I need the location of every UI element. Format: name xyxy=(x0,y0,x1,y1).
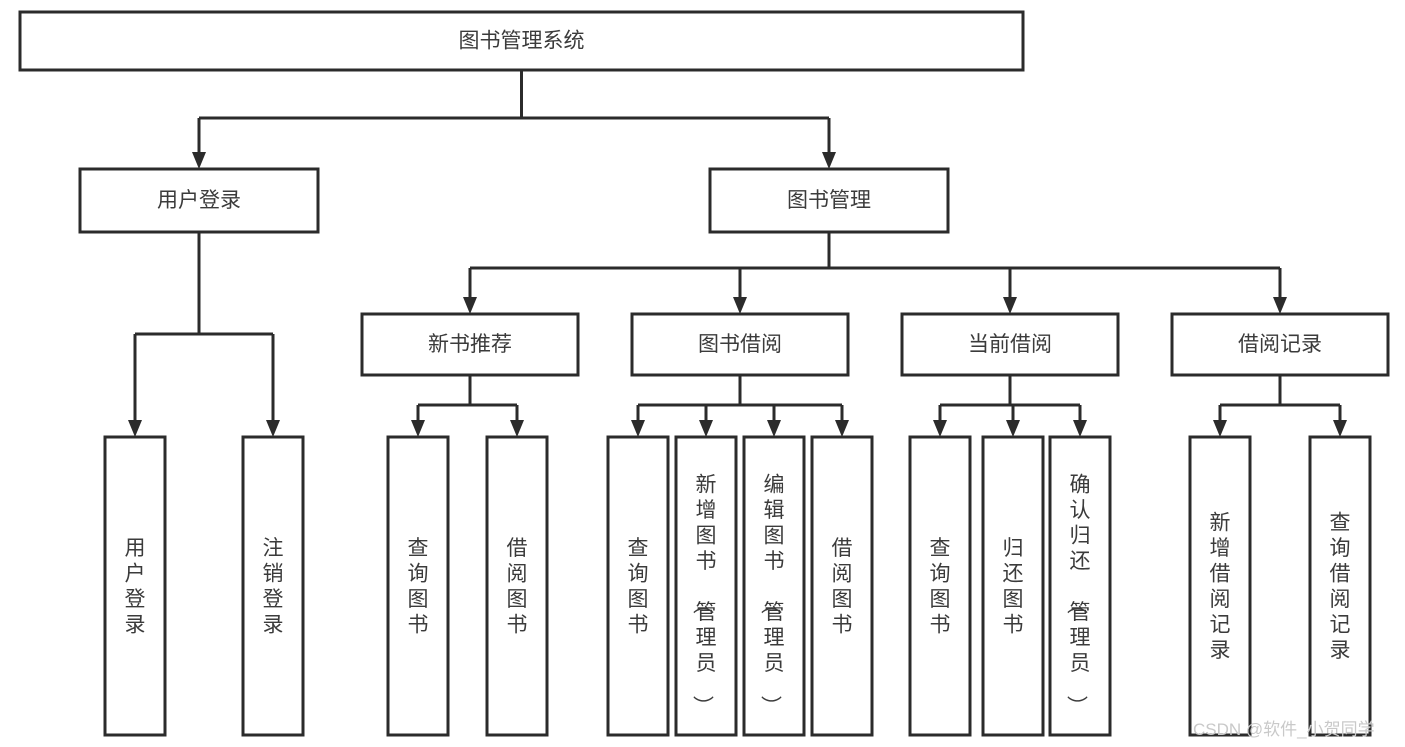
node-box-leaf-query-book-3 xyxy=(908,435,972,737)
node-label-book-borrow: 图书借阅 xyxy=(698,333,782,356)
node-label-leaf-add-record: 新增借阅记录 xyxy=(1210,512,1231,663)
node-label-current-borrow: 当前借阅 xyxy=(968,333,1052,356)
node-leaf-user-login[interactable]: 用户登录 xyxy=(103,435,167,737)
node-new-book-rec[interactable]: 新书推荐 xyxy=(360,312,580,377)
bookmanage-to-l3-arrow-icon-0 xyxy=(463,297,477,314)
node-box-leaf-return-book xyxy=(981,435,1045,737)
node-label-leaf-query-book-3: 查询图书 xyxy=(930,537,951,637)
node-leaf-add-record[interactable]: 新增借阅记录 xyxy=(1188,435,1252,737)
node-box-book-borrow xyxy=(630,312,850,377)
current-borrow-to-leaf-arrow-icon-2 xyxy=(1073,420,1087,437)
node-box-borrow-record xyxy=(1170,312,1390,377)
node-label-leaf-user-login: 用户登录 xyxy=(125,537,146,637)
node-label-leaf-query-book-2: 查询图书 xyxy=(628,537,649,637)
node-box-new-book-rec xyxy=(360,312,580,377)
book-borrow-to-leaf-arrow-icon-1 xyxy=(699,420,713,437)
bookmanage-to-l3-arrow-icon-1 xyxy=(733,297,747,314)
node-leaf-query-book-1[interactable]: 查询图书 xyxy=(386,435,450,737)
node-label-leaf-add-book: 新增图书（管理员） xyxy=(691,473,717,716)
bookmanage-to-l3-arrow-icon-2 xyxy=(1003,297,1017,314)
node-leaf-query-book-2[interactable]: 查询图书 xyxy=(606,435,670,737)
root-to-l2-arrow-icon-1 xyxy=(822,152,836,169)
node-leaf-borrow-book-2[interactable]: 借阅图书 xyxy=(810,435,874,737)
bookmanage-to-l3-arrow-icon-3 xyxy=(1273,297,1287,314)
book-borrow-to-leaf-arrow-icon-2 xyxy=(767,420,781,437)
node-label-leaf-query-record: 查询借阅记录 xyxy=(1330,512,1351,663)
node-leaf-query-book-3[interactable]: 查询图书 xyxy=(908,435,972,737)
node-label-user-login: 用户登录 xyxy=(157,189,241,212)
node-root[interactable]: 图书管理系统 xyxy=(18,10,1025,72)
node-user-login[interactable]: 用户登录 xyxy=(78,167,320,234)
node-box-leaf-query-record xyxy=(1308,435,1372,737)
node-box-leaf-logout xyxy=(241,435,305,737)
userlogin-to-leaf-arrow-icon-0 xyxy=(128,420,142,437)
node-box-user-login xyxy=(78,167,320,234)
node-box-leaf-user-login xyxy=(103,435,167,737)
node-book-borrow[interactable]: 图书借阅 xyxy=(630,312,850,377)
node-label-leaf-logout: 注销登录 xyxy=(263,537,284,637)
node-box-root xyxy=(18,10,1025,72)
node-label-book-manage: 图书管理 xyxy=(787,189,871,212)
csdn-watermark: CSDN @软件_小贺同学 xyxy=(1193,720,1375,739)
node-box-leaf-add-record xyxy=(1188,435,1252,737)
borrow-record-to-leaf-arrow-icon-1 xyxy=(1333,420,1347,437)
node-box-leaf-confirm-return xyxy=(1048,435,1112,737)
node-leaf-edit-book[interactable]: 编辑图书（管理员） xyxy=(742,435,806,737)
current-borrow-to-leaf-arrow-icon-0 xyxy=(933,420,947,437)
new-book-rec-to-leaf-arrow-icon-0 xyxy=(411,420,425,437)
node-box-leaf-query-book-1 xyxy=(386,435,450,737)
new-book-rec-to-leaf-arrow-icon-1 xyxy=(510,420,524,437)
node-label-leaf-return-book: 归还图书 xyxy=(1003,537,1024,637)
node-label-leaf-borrow-book-2: 借阅图书 xyxy=(832,537,853,637)
current-borrow-to-leaf-arrow-icon-1 xyxy=(1006,420,1020,437)
node-label-new-book-rec: 新书推荐 xyxy=(428,333,512,356)
connector-layer xyxy=(128,70,1347,437)
node-label-leaf-query-book-1: 查询图书 xyxy=(408,537,429,637)
node-leaf-return-book[interactable]: 归还图书 xyxy=(981,435,1045,737)
book-borrow-to-leaf-arrow-icon-0 xyxy=(631,420,645,437)
node-box-book-manage xyxy=(708,167,950,234)
node-layer: 图书管理系统用户登录图书管理新书推荐图书借阅当前借阅借阅记录用户登录注销登录查询… xyxy=(18,10,1390,737)
book-borrow-to-leaf-arrow-icon-3 xyxy=(835,420,849,437)
node-leaf-confirm-return[interactable]: 确认归还（管理员） xyxy=(1048,435,1112,737)
node-borrow-record[interactable]: 借阅记录 xyxy=(1170,312,1390,377)
node-leaf-add-book[interactable]: 新增图书（管理员） xyxy=(674,435,738,737)
node-label-leaf-confirm-return: 确认归还（管理员） xyxy=(1065,473,1091,716)
node-leaf-borrow-book-1[interactable]: 借阅图书 xyxy=(485,435,549,737)
node-book-manage[interactable]: 图书管理 xyxy=(708,167,950,234)
node-box-leaf-add-book xyxy=(674,435,738,737)
node-label-leaf-edit-book: 编辑图书（管理员） xyxy=(759,473,785,716)
root-to-l2-arrow-icon-0 xyxy=(192,152,206,169)
node-leaf-logout[interactable]: 注销登录 xyxy=(241,435,305,737)
node-label-leaf-borrow-book-1: 借阅图书 xyxy=(507,537,528,637)
node-label-root: 图书管理系统 xyxy=(459,30,585,53)
userlogin-to-leaf-arrow-icon-1 xyxy=(266,420,280,437)
node-box-current-borrow xyxy=(900,312,1120,377)
node-box-leaf-edit-book xyxy=(742,435,806,737)
node-box-leaf-query-book-2 xyxy=(606,435,670,737)
node-leaf-query-record[interactable]: 查询借阅记录 xyxy=(1308,435,1372,737)
borrow-record-to-leaf-arrow-icon-0 xyxy=(1213,420,1227,437)
node-box-leaf-borrow-book-2 xyxy=(810,435,874,737)
node-label-borrow-record: 借阅记录 xyxy=(1238,333,1322,356)
node-box-leaf-borrow-book-1 xyxy=(485,435,549,737)
node-current-borrow[interactable]: 当前借阅 xyxy=(900,312,1120,377)
